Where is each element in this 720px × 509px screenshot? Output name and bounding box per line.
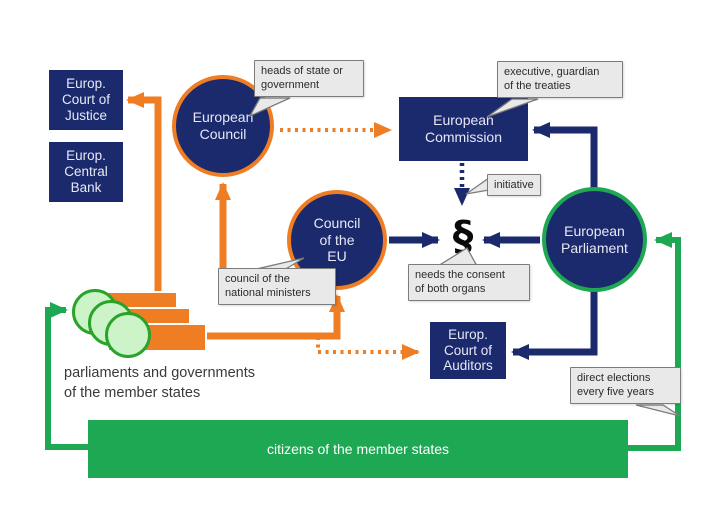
parliaments-governments-label: parliaments and governments of the membe… (64, 365, 256, 401)
node-commission: European Commission (399, 97, 528, 161)
arrow-parliament-to-commission (532, 122, 598, 189)
tail-elections (635, 404, 681, 417)
tooltip-needs-consent: needs the consent of both organs (408, 264, 530, 301)
tooltip-initiative: initiative (487, 174, 541, 197)
tail-initiative (465, 176, 490, 195)
node-court-of-auditors: Europ. Court of Auditors (430, 322, 506, 379)
tooltip-council-ministers: council of the national ministers (218, 268, 336, 305)
node-court-of-justice: Europ. Court of Justice (49, 70, 123, 130)
citizens-bar-label: citizens of the member states (266, 441, 450, 457)
law-paragraph-symbol: § (452, 212, 474, 260)
arrow-dotted-to-court-auditors (316, 337, 420, 360)
node-central-bank: Europ. Central Bank (49, 142, 123, 202)
tooltip-heads-of-state: heads of state or government (254, 60, 364, 97)
tooltip-executive-guardian: executive, guardian of the treaties (497, 61, 623, 98)
node-european-parliament: European Parliament (542, 187, 647, 292)
member-circle (105, 312, 151, 358)
tooltip-direct-elections: direct elections every five years (570, 367, 681, 404)
arrow-states-to-court-justice (126, 92, 162, 291)
citizens-bar: citizens of the member states (88, 420, 628, 478)
node-council-of-the-eu: Council of the EU (287, 190, 387, 290)
